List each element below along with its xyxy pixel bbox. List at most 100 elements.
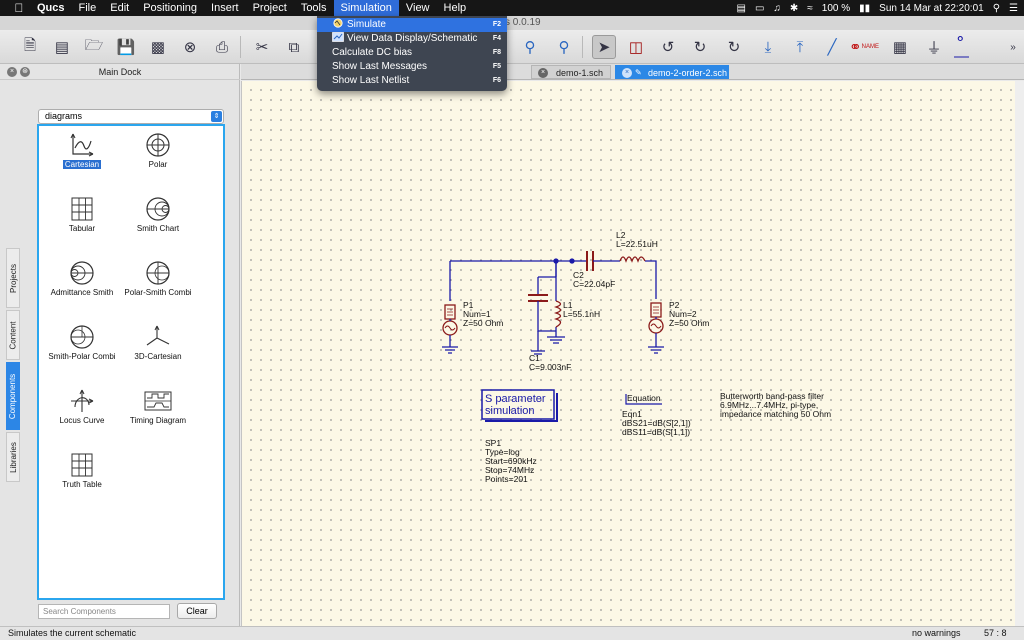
window-title: s 0.0.19 [505, 17, 541, 28]
note-line-1: Butterworth band-pass filter [720, 391, 824, 401]
menu-insert[interactable]: Insert [211, 2, 239, 14]
select-arrow-icon[interactable]: ➤ [592, 35, 616, 59]
simulate-icon [333, 18, 343, 28]
print-icon[interactable]: ⎙ [215, 38, 228, 56]
toolbar: 🗎 ▤ 🗁 💾 ▩ ⊗ ⎙ ✂ ⧉ ⚲ ⚲ ➤ ◫ ↺ ↻ ↻ ⤓ ⤒ ╱ ⚭N… [0, 30, 1024, 65]
sp1-start: Start=690kHz [485, 456, 537, 466]
component-smith-polar-combi[interactable]: Smith-Polar Combi [39, 323, 125, 361]
tab-content[interactable]: Content [6, 310, 20, 360]
l1-value: L=55.1nH [563, 309, 600, 319]
eqn-s21: dBS21=dB(S[2,1]) [622, 418, 691, 428]
zoom-in-icon[interactable]: ⚲ [558, 39, 570, 56]
component-truth-table[interactable]: Truth Table [39, 451, 125, 489]
component-category-select[interactable]: diagrams ⇕ [38, 109, 224, 124]
component-timing-diagram[interactable]: Timing Diagram [115, 387, 201, 425]
qucs-window: s 0.0.19 🗎 ▤ 🗁 💾 ▩ ⊗ ⎙ ✂ ⧉ ⚲ ⚲ ➤ ◫ ↺ ↻ ↻… [0, 16, 1024, 640]
menu-item-show-last-netlist[interactable]: Show Last Netlist F6 [332, 75, 501, 86]
capacitor-c1 [528, 294, 548, 311]
p2-z: Z=50 Ohm [669, 318, 709, 328]
insert-label-icon[interactable]: ⚭NAME [849, 39, 879, 56]
clipboard-icon[interactable]: ▤ [736, 2, 746, 14]
status-bar: Simulates the current schematic no warni… [0, 626, 1024, 640]
sp1-stop: Stop=74MHz [485, 465, 534, 475]
component-cartesian[interactable]: Cartesian [39, 131, 125, 169]
spotlight-icon[interactable]: ⚲ [992, 2, 1001, 14]
cut-icon[interactable]: ✂ [255, 39, 269, 56]
rotate-icon[interactable]: ↻ [727, 39, 741, 56]
tab-demo-2-order-2[interactable]: × ✎ demo-2-order-2.sch [615, 65, 729, 79]
edit-component-icon[interactable]: ◫ [628, 39, 644, 56]
smith-polar-icon [39, 323, 125, 351]
port-p2 [648, 302, 664, 354]
search-components-input[interactable]: Search Components [38, 604, 170, 619]
polar-smith-icon [115, 259, 201, 287]
menu-simulation[interactable]: Simulation [333, 0, 399, 16]
save-all-icon[interactable]: ▩ [150, 39, 166, 56]
zoom-fit-icon[interactable]: ⚲ [524, 39, 536, 56]
menu-item-simulate[interactable]: Simulate F2 [317, 18, 507, 32]
bluetooth-icon[interactable]: ✱ [789, 2, 799, 14]
menu-app[interactable]: Qucs [37, 2, 65, 14]
clear-button[interactable]: Clear [177, 603, 217, 619]
tab-libraries[interactable]: Libraries [6, 432, 20, 482]
menu-item-view-data-display[interactable]: View Data Display/Schematic F4 [317, 32, 507, 46]
toolbar-overflow-icon[interactable]: » [1010, 41, 1016, 53]
warnings-indicator[interactable]: no warnings [912, 628, 961, 638]
component-tabular[interactable]: Tabular [39, 195, 125, 233]
ground-icon[interactable]: ⏚ [926, 39, 942, 57]
apple-icon[interactable]:  [8, 1, 30, 15]
tab-close-icon[interactable]: × [538, 68, 548, 78]
save-icon[interactable]: 💾 [116, 39, 136, 56]
wires [449, 260, 657, 347]
tab-close-icon[interactable]: × [622, 68, 632, 78]
mirror-y-icon[interactable]: ↻ [693, 39, 707, 56]
tab-demo-1[interactable]: × demo-1.sch [531, 65, 611, 79]
component-smith-chart[interactable]: Smith Chart [115, 195, 201, 233]
menu-file[interactable]: File [78, 2, 97, 14]
menu-item-calculate-dc-bias[interactable]: Calculate DC bias F8 [332, 47, 501, 58]
tabular-icon [39, 195, 125, 223]
go-into-icon[interactable]: ⤓ [764, 38, 772, 56]
new-file-icon[interactable]: 🗎 [23, 36, 37, 54]
insert-equation-icon[interactable]: ▦ [892, 39, 908, 56]
battery-icon[interactable]: ▮▮ [859, 2, 871, 14]
dock-float-icon[interactable]: ⊛ [20, 67, 30, 77]
component-polar-smith-combi[interactable]: Polar-Smith Combi [115, 259, 201, 297]
volume-icon[interactable]: ♫ [773, 2, 781, 14]
component-locus-curve[interactable]: Locus Curve [39, 387, 125, 425]
menu-edit[interactable]: Edit [110, 2, 130, 14]
wire-icon[interactable]: ╱ [827, 39, 837, 56]
component-3d-cartesian[interactable]: 3D-Cartesian [115, 323, 201, 361]
vertical-scrollbar[interactable] [1015, 81, 1024, 626]
mirror-x-icon[interactable]: ↺ [661, 39, 675, 56]
locus-curve-icon [39, 387, 125, 415]
p2-name: P2 [669, 300, 680, 310]
tab-components[interactable]: Components [6, 362, 20, 430]
cursor-position: 57 : 8 [984, 628, 1007, 638]
copy-icon[interactable]: ⧉ [288, 38, 300, 56]
wifi-icon[interactable]: ≈ [807, 2, 813, 14]
component-polar[interactable]: Polar [115, 131, 201, 169]
component-list: Cartesian Polar Tabular [37, 124, 225, 600]
port-icon[interactable]: ⚬— [954, 30, 969, 65]
category-value: diagrams [45, 111, 83, 121]
eqn-name: Eqn1 [622, 409, 642, 419]
menu-positioning[interactable]: Positioning [143, 2, 198, 14]
menu-view[interactable]: View [405, 2, 430, 14]
schematic-canvas[interactable]: L2 L=22.51uH C2 C=22.04pF P1 Num=1 Z=50 … [241, 81, 1015, 626]
new-text-icon[interactable]: ▤ [54, 39, 70, 56]
dock-close-icon[interactable]: × [7, 67, 17, 77]
menu-item-show-last-messages[interactable]: Show Last Messages F5 [332, 61, 501, 72]
component-admittance-smith[interactable]: Admittance Smith [39, 259, 125, 297]
menu-tools[interactable]: Tools [300, 2, 327, 14]
close-icon[interactable]: ⊗ [183, 39, 197, 56]
control-center-icon[interactable]: ☰ [1009, 2, 1018, 14]
go-up-icon[interactable]: ⤒ [796, 38, 804, 56]
display-icon[interactable]: ▭ [754, 2, 765, 14]
menu-project[interactable]: Project [252, 2, 287, 14]
open-icon[interactable]: 🗁 [84, 36, 104, 54]
clock[interactable]: Sun 14 Mar at 22:20:01 [879, 2, 984, 14]
tab-projects[interactable]: Projects [6, 248, 20, 308]
menu-help[interactable]: Help [443, 2, 467, 14]
